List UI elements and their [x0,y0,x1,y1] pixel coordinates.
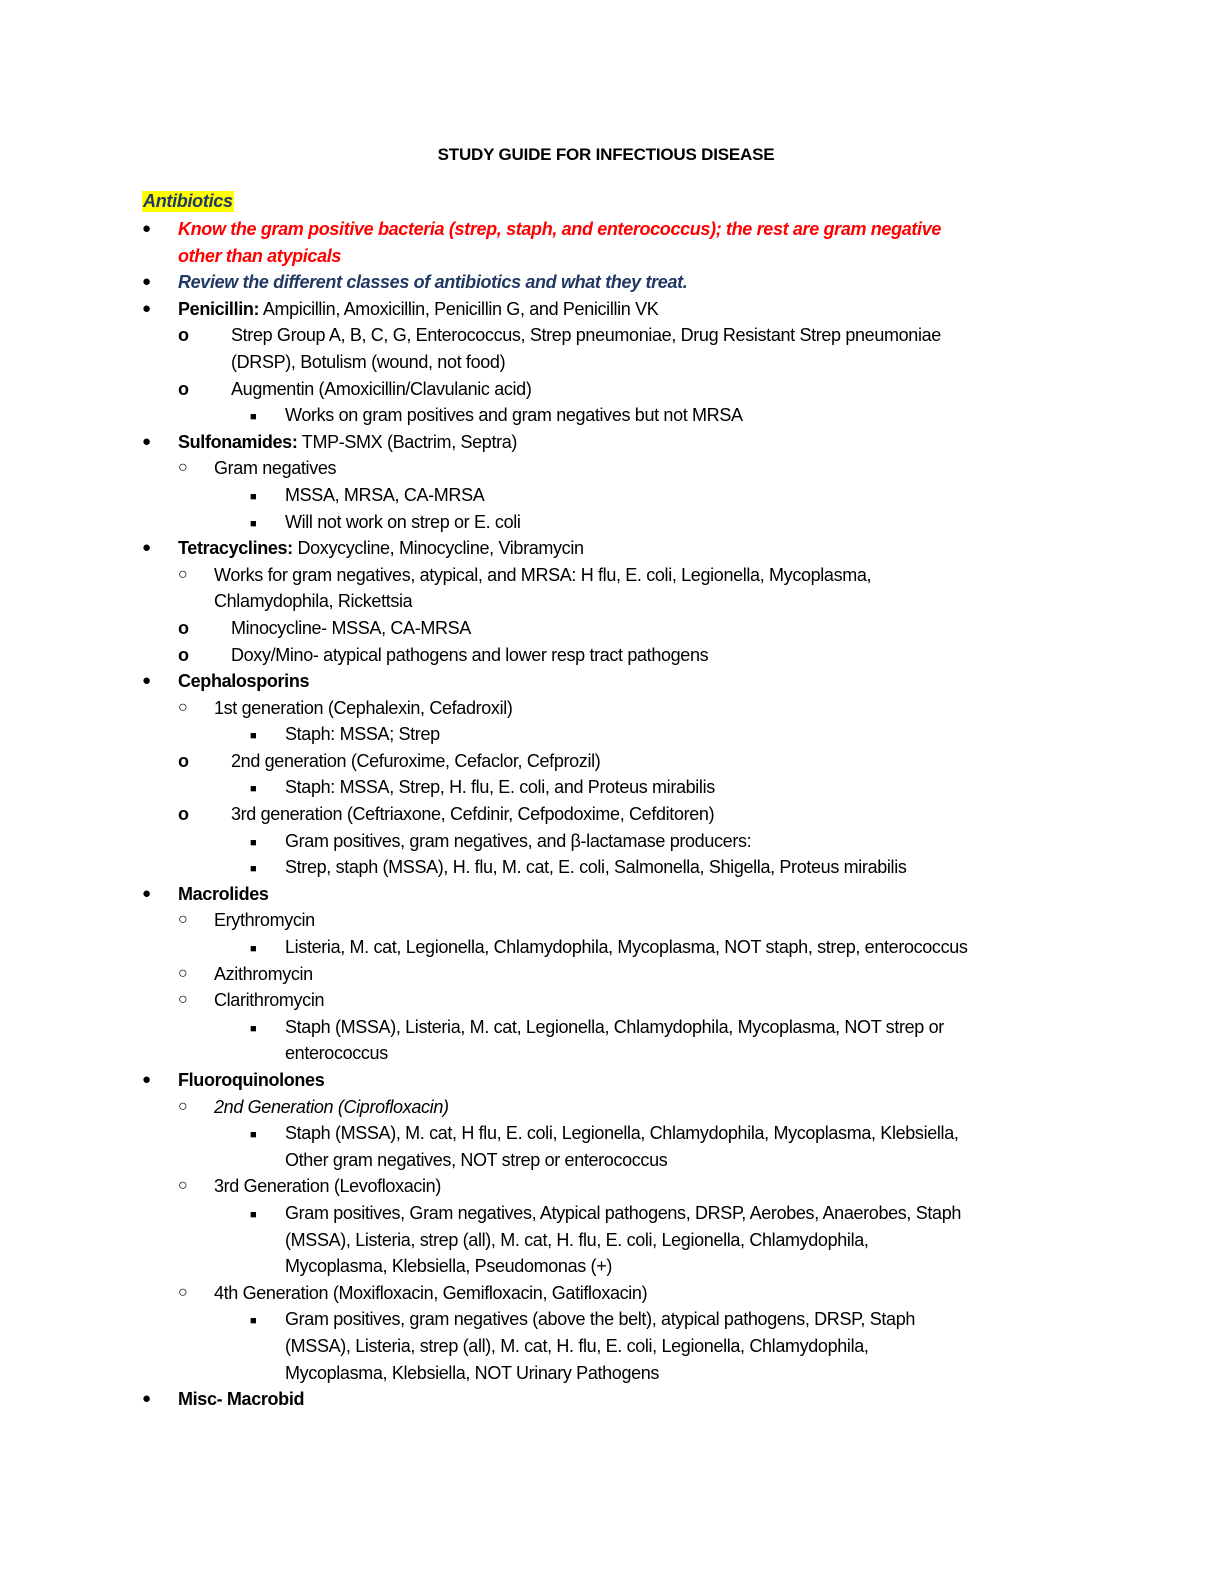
subsublist-item-continuation: Other gram negatives, NOT strep or enter… [285,1149,668,1170]
square-bullet-icon: ■ [250,943,257,956]
subsublist-item: ■ MSSA, MRSA, CA-MRSA [0,482,1224,509]
bullet-icon: ● [142,884,151,902]
sublist-item: o 2nd generation (Cefuroxime, Cefaclor, … [0,748,1224,775]
class-label: Penicillin: [178,298,260,319]
square-bullet-icon: ■ [250,1129,257,1142]
subsublist-item: ■ Gram positives, gram negatives, and β-… [0,828,1224,855]
list-item-review-classes: ● Review the different classes of antibi… [0,269,1224,296]
square-bullet-icon: ■ [250,1315,257,1328]
subsublist-item-continuation: (MSSA), Listeria, strep (all), M. cat, H… [285,1229,869,1250]
sublist-item: ○ Clarithromycin [0,987,1224,1014]
subsublist-item: ■ Staph (MSSA), Listeria, M. cat, Legion… [0,1014,1224,1041]
subsublist-item: ■ Staph: MSSA; Strep [0,721,1224,748]
square-bullet-icon: ■ [250,1022,257,1035]
sublist-item-continuation: (DRSP), Botulism (wound, not food) [231,351,506,372]
class-label: Sulfonamides: [178,431,298,452]
subsublist-item-continuation: enterococcus [285,1043,388,1064]
subsublist-item: ■ Works on gram positives and gram negat… [0,402,1224,429]
sublist-item: ○ 2nd Generation (Ciprofloxacin) [0,1094,1224,1121]
circle-bullet-icon: ○ [178,1177,188,1195]
subsublist-item: ■ Will not work on strep or E. coli [0,509,1224,536]
bullet-icon: ● [142,539,151,557]
sublist-item-continuation: Chlamydophila, Rickettsia [214,591,413,612]
circle-bullet-icon: ○ [178,459,188,477]
section-heading-antibiotics: Antibiotics [142,191,234,212]
circle-bullet-icon: ○ [178,565,188,583]
sublist-item-augmentin: o Augmentin (Amoxicillin/Clavulanic acid… [0,376,1224,403]
circle-bullet-icon: ○ [178,991,188,1009]
list-item-penicillin: ● Penicillin: Ampicillin, Amoxicillin, P… [0,296,1224,323]
bullet-o-icon: o [178,378,189,399]
subsublist-item: ■ Gram positives, Gram negatives, Atypic… [0,1200,1224,1227]
bullet-icon: ● [142,299,151,317]
bullet-o-icon: o [178,804,189,825]
square-bullet-icon: ■ [250,517,257,530]
list-item-continuation: other than atypicals [178,245,342,266]
subsublist-item-continuation: (MSSA), Listeria, strep (all), M. cat, H… [285,1335,869,1356]
circle-bullet-icon: ○ [178,911,188,929]
sublist-item: o Strep Group A, B, C, G, Enterococcus, … [0,322,1224,349]
sublist-item: ○ 4th Generation (Moxifloxacin, Gemiflox… [0,1280,1224,1307]
circle-bullet-icon: ○ [178,698,188,716]
circle-bullet-icon: ○ [178,1283,188,1301]
list-item-misc: ● Misc- Macrobid [0,1386,1224,1413]
subsublist-item: ■ Staph (MSSA), M. cat, H flu, E. coli, … [0,1120,1224,1147]
class-label: Misc- Macrobid [178,1389,305,1410]
subsublist-item: ■ Listeria, M. cat, Legionella, Chlamydo… [0,934,1224,961]
circle-bullet-icon: ○ [178,964,188,982]
sublist-item: ○ Azithromycin [0,961,1224,988]
sublist-item: o Minocycline- MSSA, CA-MRSA [0,615,1224,642]
square-bullet-icon: ■ [250,863,257,876]
subsublist-item: ■ Gram positives, gram negatives (above … [0,1306,1224,1333]
sublist-item: ○ 1st generation (Cephalexin, Cefadroxil… [0,695,1224,722]
sublist-item: o 3rd generation (Ceftriaxone, Cefdinir,… [0,801,1224,828]
subsublist-item-continuation: Mycoplasma, Klebsiella, NOT Urinary Path… [285,1362,660,1383]
bullet-icon: ● [142,1390,151,1408]
sublist-item: ○ 3rd Generation (Levofloxacin) [0,1173,1224,1200]
square-bullet-icon: ■ [250,783,257,796]
antibiotics-list: ● Know the gram positive bacteria (strep… [0,216,1224,1413]
square-bullet-icon: ■ [250,1208,257,1221]
square-bullet-icon: ■ [250,411,257,424]
bullet-icon: ● [142,220,151,237]
sublist-item: ○ Erythromycin [0,907,1224,934]
class-label: Macrolides [178,883,269,904]
bullet-o-icon: o [178,325,189,346]
square-bullet-icon: ■ [250,836,257,849]
circle-bullet-icon: ○ [178,1097,188,1115]
list-item-gram-positive-note: ● Know the gram positive bacteria (strep… [0,216,1224,243]
bullet-icon: ● [142,432,151,450]
bullet-o-icon: o [178,644,189,665]
subsublist-item: ■ Strep, staph (MSSA), H. flu, M. cat, E… [0,854,1224,881]
subsublist-item: ■ Staph: MSSA, Strep, H. flu, E. coli, a… [0,774,1224,801]
sublist-item: o Doxy/Mino- atypical pathogens and lowe… [0,642,1224,669]
list-item-tetracyclines: ● Tetracyclines: Doxycycline, Minocyclin… [0,535,1224,562]
square-bullet-icon: ■ [250,490,257,503]
list-item-macrolides: ● Macrolides [0,881,1224,908]
list-item-fluoroquinolones: ● Fluoroquinolones [0,1067,1224,1094]
bullet-icon: ● [142,273,151,291]
sublist-item: ○ Works for gram negatives, atypical, an… [0,562,1224,589]
bullet-icon: ● [142,672,151,690]
list-item-cephalosporins: ● Cephalosporins [0,668,1224,695]
subsublist-item-continuation: Mycoplasma, Klebsiella, Pseudomonas (+) [285,1256,613,1277]
square-bullet-icon: ■ [250,730,257,743]
class-label: Fluoroquinolones [178,1070,325,1090]
list-item-sulfonamides: ● Sulfonamides: TMP-SMX (Bactrim, Septra… [0,429,1224,456]
sublist-item: ○ Gram negatives [0,455,1224,482]
bullet-o-icon: o [178,750,189,771]
class-label: Tetracyclines: [178,538,293,559]
page-title: STUDY GUIDE FOR INFECTIOUS DISEASE [437,145,775,164]
class-label: Cephalosporins [178,671,310,692]
bullet-icon: ● [142,1071,151,1088]
bullet-o-icon: o [178,617,189,638]
